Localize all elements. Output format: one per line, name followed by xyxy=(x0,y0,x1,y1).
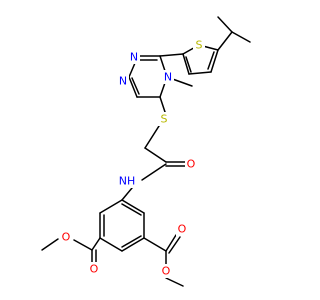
bond xyxy=(217,31,233,51)
bond xyxy=(165,234,177,252)
bond xyxy=(217,16,233,33)
bond xyxy=(144,147,167,163)
bond xyxy=(185,56,192,73)
ester-oxygen-right-carbonyl: O xyxy=(176,222,188,236)
amide-oxygen: O xyxy=(185,157,197,171)
atom-label: S xyxy=(196,39,203,52)
bond xyxy=(210,49,219,73)
atom-label: O xyxy=(187,158,196,171)
bond xyxy=(121,235,142,248)
bond xyxy=(121,199,145,214)
ester-oxygen-right-single: O xyxy=(160,264,172,278)
bond xyxy=(128,76,138,98)
bond xyxy=(121,237,145,252)
atom-label: N xyxy=(164,71,172,84)
bond xyxy=(73,239,93,251)
bond xyxy=(41,238,59,251)
bond xyxy=(168,236,181,254)
amide-nh: NH xyxy=(116,174,138,188)
molecule-structure: O O O O O NH N N xyxy=(41,16,251,287)
thioether-sulfur: S xyxy=(158,112,170,126)
bond xyxy=(99,237,123,252)
atom-label: O xyxy=(62,231,71,244)
atom-labels: O O O O O NH N N xyxy=(60,38,205,278)
triazole-n1: N xyxy=(128,50,140,64)
triazole-n4: N xyxy=(162,70,174,84)
bond xyxy=(141,163,167,181)
bond xyxy=(143,237,167,252)
atom-label: O xyxy=(162,265,171,278)
bond xyxy=(207,51,215,70)
bond xyxy=(231,31,251,43)
bond xyxy=(131,77,140,95)
atom-label: O xyxy=(178,223,187,236)
bonds xyxy=(41,16,251,287)
bond xyxy=(121,187,133,201)
ester-oxygen-left-single: O xyxy=(60,230,72,244)
triazole-n2: N xyxy=(117,74,129,88)
atom-label: N xyxy=(119,75,127,88)
bond xyxy=(159,53,184,57)
atom-label: N xyxy=(130,51,138,64)
atom-label: S xyxy=(161,113,168,126)
atom-label: O xyxy=(90,263,99,276)
atom-label: NH xyxy=(119,175,136,188)
bond xyxy=(165,277,184,287)
bond xyxy=(188,71,212,75)
thiophene-sulfur: S xyxy=(193,38,205,52)
bond xyxy=(121,203,142,216)
bond xyxy=(99,199,123,214)
ester-oxygen-left-carbonyl: O xyxy=(88,262,100,276)
bond xyxy=(182,53,190,75)
bond xyxy=(91,237,101,251)
